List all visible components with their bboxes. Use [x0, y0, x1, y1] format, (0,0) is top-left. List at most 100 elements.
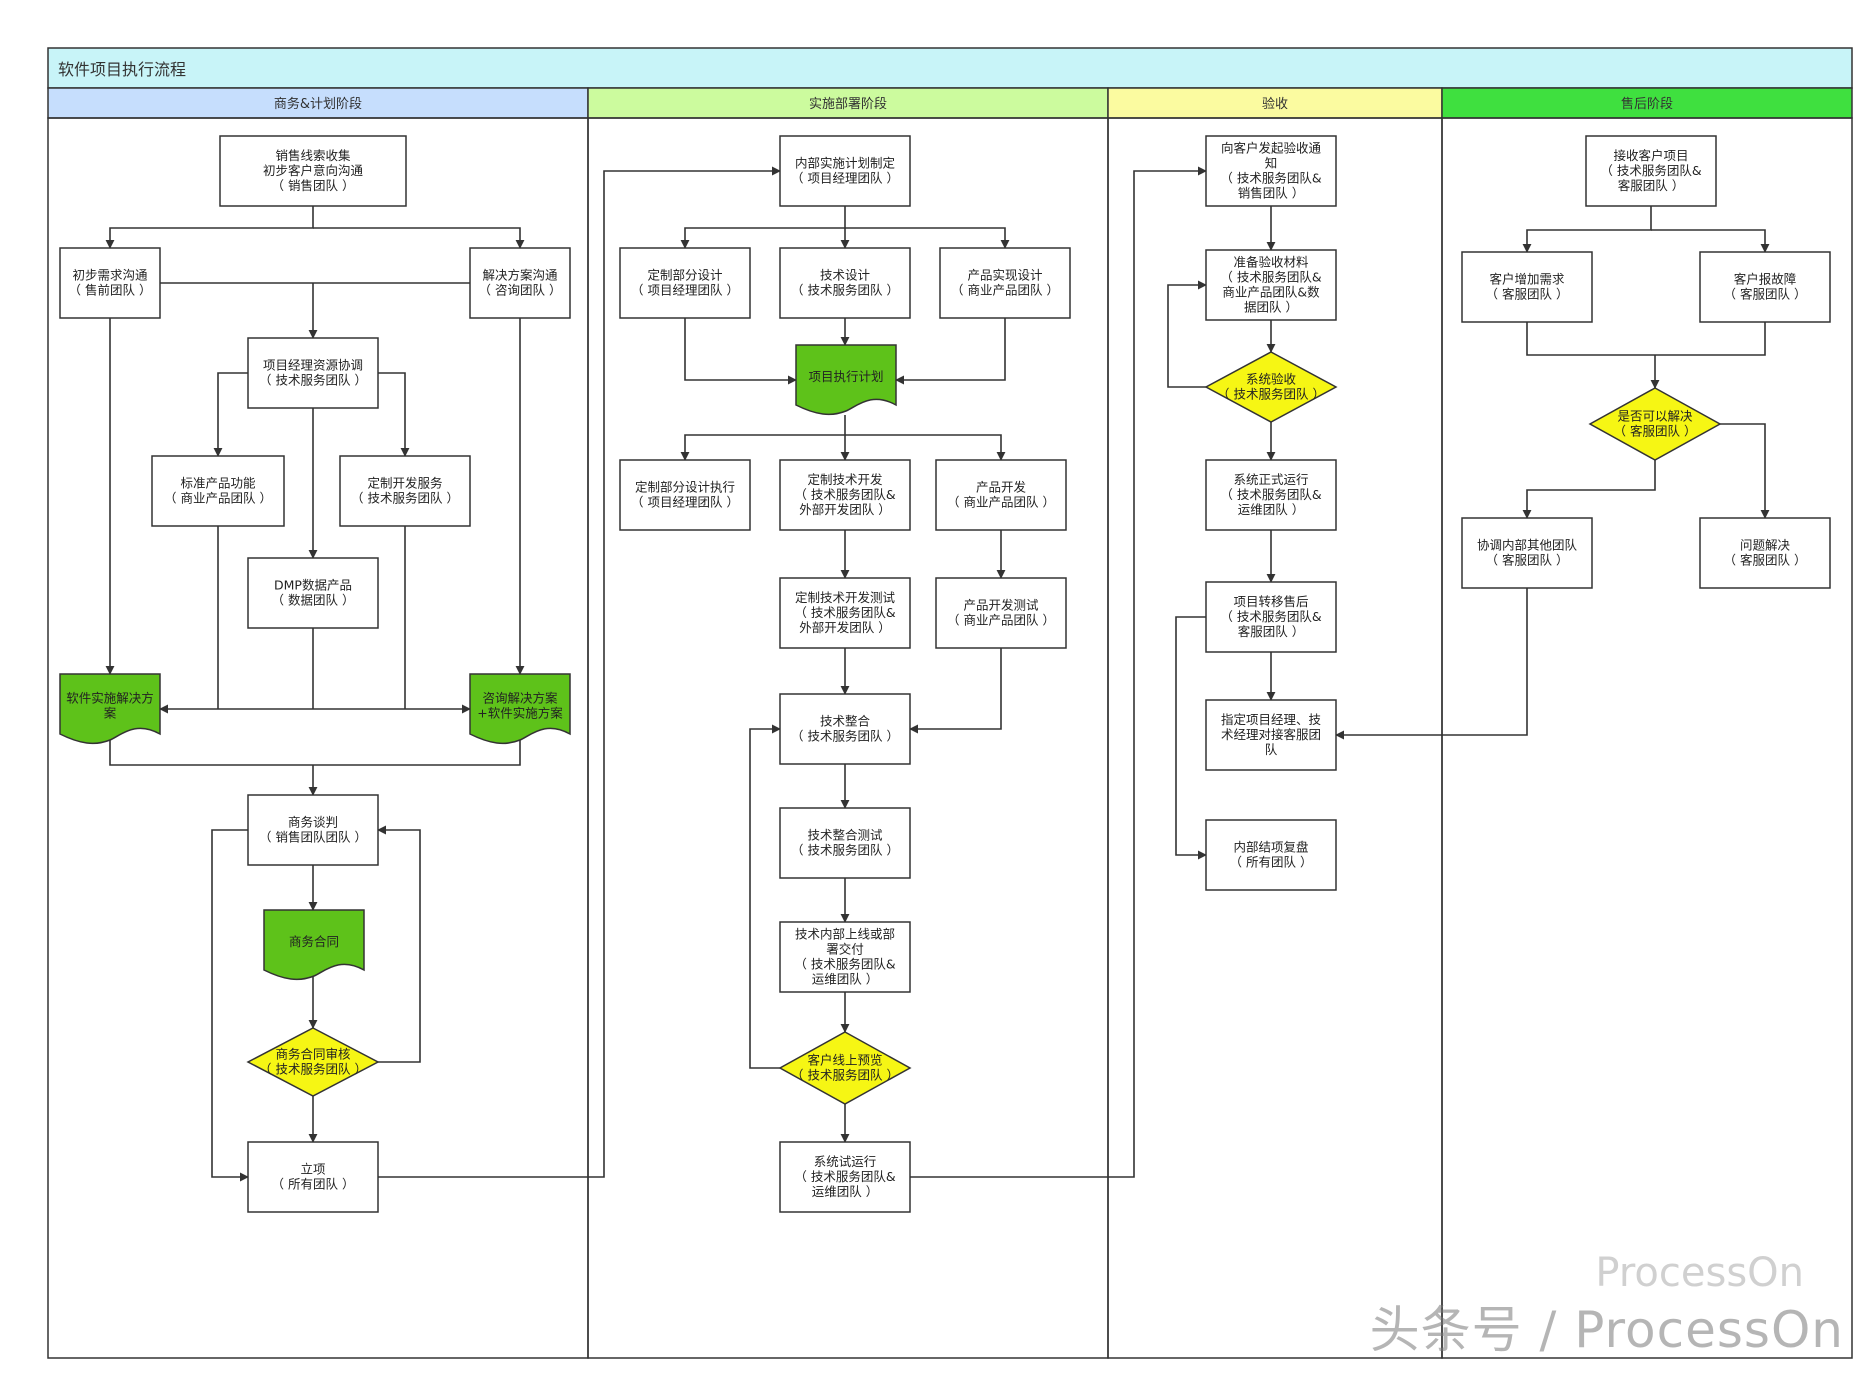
connector-41 — [910, 166, 1207, 1178]
process-box — [779, 135, 911, 207]
node-custom-dev-test[interactable]: 定制技术开发测试（ 技术服务团队&外部开发团队 ） — [779, 577, 911, 649]
node-label-line: 外部开发团队 ） — [799, 502, 890, 517]
node-label-line: 是否可以解决 — [1617, 409, 1693, 424]
node-label-line: 运维团队 ） — [812, 972, 878, 987]
node-label-line: （ 技术服务团队& — [1220, 609, 1321, 624]
decision-diamond — [246, 1027, 380, 1097]
node-pm-coord[interactable]: 项目经理资源协调（ 技术服务团队 ） — [247, 337, 379, 409]
process-box — [779, 693, 911, 765]
node-label-line: （ 客服团队 ） — [1724, 287, 1807, 302]
node-label-line: 初步客户意向沟通 — [263, 163, 364, 178]
node-sys-acceptance[interactable]: 系统验收（ 技术服务团队 ） — [1204, 351, 1338, 423]
node-label-line: 客服团队 ） — [1618, 178, 1684, 193]
node-label-line: （ 技术服务团队 ） — [1217, 387, 1325, 402]
node-integration-test[interactable]: 技术整合测试（ 技术服务团队 ） — [779, 807, 911, 879]
process-box — [1205, 581, 1337, 653]
node-tech-design[interactable]: 技术设计（ 技术服务团队 ） — [779, 247, 911, 319]
node-label-line: 问题解决 — [1740, 538, 1791, 553]
node-customer-fault[interactable]: 客户报故障（ 客服团队 ） — [1699, 251, 1831, 323]
node-label-line: 产品开发 — [976, 480, 1027, 495]
connector-48 — [1175, 616, 1207, 860]
node-exec-plan[interactable]: 项目执行计划 — [795, 344, 897, 416]
node-label-line: 技术整合测试 — [807, 828, 883, 843]
decision-diamond — [778, 1031, 912, 1105]
node-label-line: （ 客服团队 ） — [1614, 424, 1697, 439]
process-box — [247, 337, 379, 409]
node-coord-teams[interactable]: 协调内部其他团队（ 客服团队 ） — [1461, 517, 1593, 589]
process-box — [1699, 251, 1831, 323]
node-custom-tech-dev[interactable]: 定制技术开发（ 技术服务团队&外部开发团队 ） — [779, 459, 911, 531]
node-label-line: （ 技术服务团队 ） — [259, 1062, 367, 1077]
node-label-line: 销售团队 ） — [1238, 186, 1304, 201]
process-box — [219, 135, 407, 207]
node-internal-review[interactable]: 内部结项复盘（ 所有团队 ） — [1205, 819, 1337, 891]
document-shape — [263, 909, 365, 981]
node-customer-preview[interactable]: 客户线上预览（ 技术服务团队 ） — [778, 1031, 912, 1105]
node-label-line: 软件实施解决方 — [66, 691, 154, 706]
node-product-test[interactable]: 产品开发测试（ 商业产品团队 ） — [935, 577, 1067, 649]
process-box — [935, 577, 1067, 649]
title-bar — [47, 47, 1853, 89]
node-label-line: 产品实现设计 — [967, 268, 1042, 283]
node-product-dev[interactable]: 产品开发（ 商业产品团队 ） — [935, 459, 1067, 531]
node-contract-review[interactable]: 商务合同审核（ 技术服务团队 ） — [246, 1027, 380, 1097]
process-box — [247, 794, 379, 866]
node-label-line: （ 技术服务团队& — [794, 1169, 895, 1184]
node-label-line: （ 技术服务团队& — [794, 487, 895, 502]
node-biz-negotiation[interactable]: 商务谈判（ 销售团队团队 ） — [247, 794, 379, 866]
node-project-setup[interactable]: 立项（ 所有团队 ） — [247, 1141, 379, 1213]
connector-6 — [378, 372, 410, 457]
node-tech-integration[interactable]: 技术整合（ 技术服务团队 ） — [779, 693, 911, 765]
node-transfer-aftersale[interactable]: 项目转移售后（ 技术服务团队&客服团队 ） — [1205, 581, 1337, 653]
node-label-line: （ 所有团队 ） — [272, 1177, 355, 1192]
node-solution-comm[interactable]: 解决方案沟通（ 咨询团队 ） — [469, 247, 571, 319]
node-label-line: （ 技术服务团队 ） — [791, 1068, 899, 1083]
connector-15 — [109, 739, 521, 766]
process-box — [1461, 251, 1593, 323]
node-label-line: 技术内部上线或部 — [795, 927, 895, 942]
node-label-line: 内部实施计划制定 — [795, 156, 895, 171]
node-label-line: （ 项目经理团队 ） — [791, 171, 899, 186]
node-custom-design[interactable]: 定制部分设计（ 项目经理团队 ） — [619, 247, 751, 319]
node-issue-resolved[interactable]: 问题解决（ 客服团队 ） — [1699, 517, 1831, 589]
node-label-line: 定制技术开发测试 — [795, 590, 896, 605]
node-accept-material[interactable]: 准备验收材料（ 技术服务团队&商业产品团队&数据团队 ） — [1205, 249, 1337, 321]
node-can-resolve[interactable]: 是否可以解决（ 客服团队 ） — [1588, 387, 1722, 461]
process-box — [247, 1141, 379, 1213]
node-custom-exec[interactable]: 定制部分设计执行（ 项目经理团队 ） — [619, 459, 751, 531]
node-label-line: 系统验收 — [1246, 372, 1297, 387]
connector-29 — [680, 415, 846, 461]
process-box — [247, 557, 379, 629]
node-label-line: 定制开发服务 — [367, 476, 442, 491]
node-custom-dev-svc[interactable]: 定制开发服务（ 技术服务团队 ） — [339, 455, 471, 527]
document-shape — [59, 673, 161, 745]
node-formal-run[interactable]: 系统正式运行（ 技术服务团队&运维团队 ） — [1205, 459, 1337, 531]
lane-header-2 — [587, 87, 1109, 119]
node-dmp[interactable]: DMP数据产品（ 数据团队 ） — [247, 557, 379, 629]
node-customer-add-req[interactable]: 客户增加需求（ 客服团队 ） — [1461, 251, 1593, 323]
process-box — [1205, 135, 1337, 207]
node-label-line: 系统试运行 — [814, 1154, 877, 1169]
lane-label-2: 实施部署阶段 — [809, 97, 887, 112]
connector-53 — [1522, 460, 1656, 519]
node-label-line: （ 技术服务团队& — [1220, 270, 1321, 285]
node-trial-run[interactable]: 系统试运行（ 技术服务团队&运维团队 ） — [779, 1141, 911, 1213]
node-label-line: 商业产品团队&数 — [1222, 285, 1320, 300]
process-box — [339, 455, 471, 527]
node-receive-project[interactable]: 接收客户项目（ 技术服务团队&客服团队 ） — [1585, 135, 1717, 207]
node-std-product[interactable]: 标准产品功能（ 商业产品团队 ） — [151, 455, 285, 527]
node-label-line: 客服团队 ） — [1238, 624, 1304, 639]
node-consult-solution[interactable]: 咨询解决方案+软件实施方案 — [469, 673, 571, 745]
node-label-line: 项目经理资源协调 — [263, 358, 363, 373]
node-internal-plan[interactable]: 内部实施计划制定（ 项目经理团队 ） — [779, 135, 911, 207]
node-product-design[interactable]: 产品实现设计（ 商业产品团队 ） — [939, 247, 1071, 319]
node-initial-req[interactable]: 初步需求沟通（ 售前团队 ） — [59, 247, 161, 319]
node-biz-contract[interactable]: 商务合同 — [263, 909, 365, 981]
